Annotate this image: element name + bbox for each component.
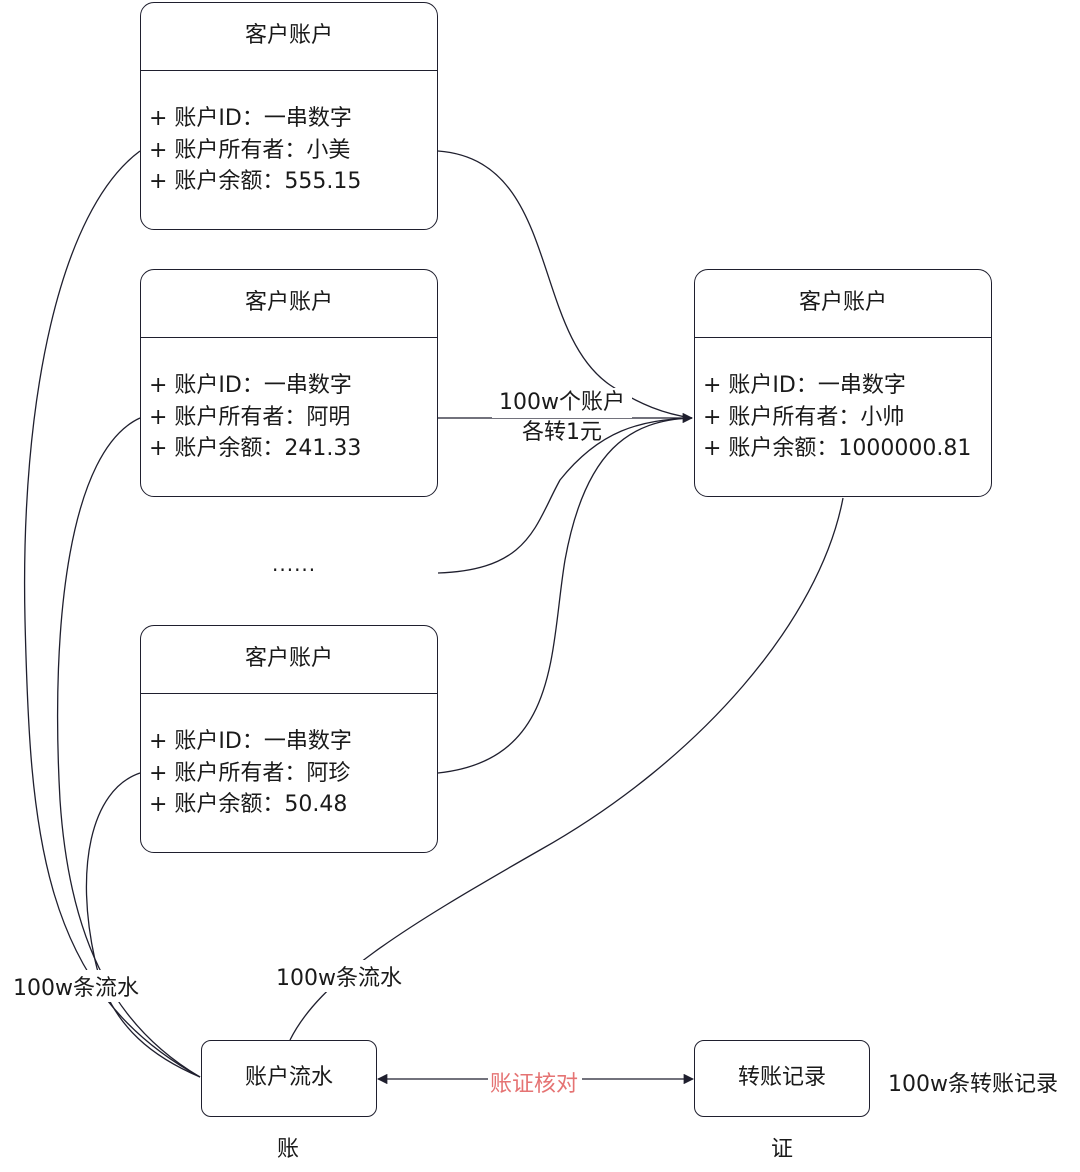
- reconcile-label: 账证核对: [490, 1072, 579, 1097]
- transfer-label-line1: 100w个账户: [492, 388, 632, 418]
- account-owner-line: + 账户所有者：小帅: [703, 404, 905, 430]
- voucher-caption: 证: [771, 1137, 794, 1162]
- right-flow-label: 100w条流水: [276, 960, 402, 992]
- transfer-record-node: 转账记录: [694, 1040, 870, 1117]
- account-owner-line: + 账户所有者：阿明: [149, 404, 351, 430]
- account-balance-line: + 账户余额：50.48: [149, 792, 348, 817]
- left-flow-label: 100w条流水: [13, 970, 139, 1002]
- transfer-label-line2: 各转1元: [522, 420, 602, 445]
- account-card-title: 客户账户: [141, 270, 437, 338]
- account-id-line: + 账户ID：一串数字: [149, 729, 352, 754]
- account-balance-line: + 账户余额：555.15: [149, 169, 362, 194]
- account-owner-line: + 账户所有者：小美: [149, 137, 351, 163]
- ledger-caption: 账: [277, 1137, 300, 1162]
- transfer-line-1: [437, 150, 693, 419]
- account-balance-line: + 账户余额：241.33: [149, 436, 362, 461]
- account-card-title: 客户账户: [141, 3, 437, 71]
- account-card-aming: 客户账户 + 账户ID：一串数字 + 账户所有者：阿明 + 账户余额：241.3…: [140, 269, 438, 497]
- account-card-title: 客户账户: [695, 270, 991, 338]
- account-id-line: + 账户ID：一串数字: [149, 373, 352, 398]
- account-card-title: 客户账户: [141, 626, 437, 694]
- record-count-label: 100w条转账记录: [888, 1072, 1058, 1097]
- account-balance-line: + 账户余额：1000000.81: [703, 436, 972, 461]
- transfer-label: 100w个账户 各转1元: [492, 388, 632, 448]
- account-id-line: + 账户ID：一串数字: [703, 373, 906, 398]
- transfer-line-4: [437, 417, 693, 774]
- account-flow-node: 账户流水: [201, 1040, 377, 1117]
- account-id-line: + 账户ID：一串数字: [149, 106, 352, 131]
- more-accounts-ellipsis: ......: [272, 552, 317, 576]
- account-owner-line: + 账户所有者：阿珍: [149, 760, 351, 786]
- account-card-azhen: 客户账户 + 账户ID：一串数字 + 账户所有者：阿珍 + 账户余额：50.48: [140, 625, 438, 853]
- account-card-xiaoshuai: 客户账户 + 账户ID：一串数字 + 账户所有者：小帅 + 账户余额：10000…: [694, 269, 992, 497]
- account-card-xiaomei: 客户账户 + 账户ID：一串数字 + 账户所有者：小美 + 账户余额：555.1…: [140, 2, 438, 230]
